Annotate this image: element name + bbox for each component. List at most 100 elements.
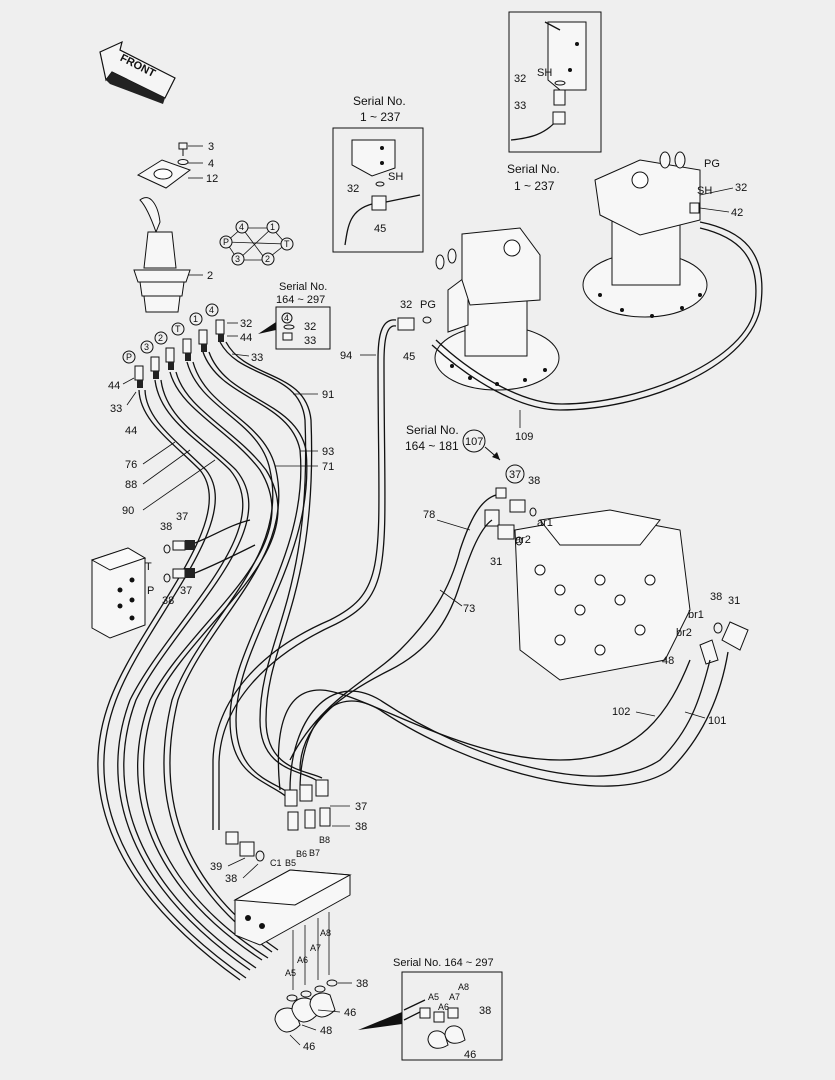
- callout-38f: 38: [225, 873, 237, 885]
- callout-109: 109: [515, 431, 533, 443]
- serial-box-164-297-a: Serial No. 164 ~ 297 4 32 33: [258, 281, 331, 350]
- port-b5: B5: [285, 858, 296, 868]
- callout-2: 2: [207, 270, 213, 282]
- callout-31a: 31: [490, 556, 502, 568]
- ar1-label: ar1: [537, 517, 553, 529]
- callout-42: 42: [731, 207, 743, 219]
- pattern-3: 3: [235, 254, 240, 264]
- callout-48b: 48: [320, 1025, 332, 1037]
- callout-38d: 38: [710, 591, 722, 603]
- serial-b-32: 32: [347, 183, 359, 195]
- serial-e-a7: A7: [449, 992, 460, 1002]
- swing-motor-right: PG SH 32 42: [582, 151, 747, 318]
- callout-31b: 31: [728, 595, 740, 607]
- lower-fittings: 37 38 39 38: [210, 779, 367, 885]
- callout-32a: 32: [240, 318, 252, 330]
- serial-c-32: 32: [514, 73, 526, 85]
- serial-a-range: 164 ~ 297: [276, 294, 325, 306]
- hoses-101-102: 102 101: [277, 651, 729, 791]
- fitting-callouts: 32 44 33 44 33 44 76 88 90 91 93 71: [108, 318, 334, 517]
- port-c1: C1: [270, 858, 282, 868]
- callout-44b: 44: [108, 380, 120, 392]
- serial-e-a6: A6: [438, 1002, 449, 1012]
- serial-c-range: 1 ~ 237: [514, 179, 555, 193]
- callout-73: 73: [463, 603, 475, 615]
- callout-71: 71: [322, 461, 334, 473]
- port-circle-2: 2: [158, 333, 163, 343]
- callout-45a: 45: [403, 351, 415, 363]
- callout-38g: 38: [356, 978, 368, 990]
- port-b8: B8: [319, 835, 330, 845]
- callout-38a: 38: [160, 521, 172, 533]
- pattern-1: 1: [270, 222, 275, 232]
- callout-4: 4: [208, 158, 214, 170]
- callout-12: 12: [206, 173, 218, 185]
- swing-motor-left: 32 PG 45: [397, 227, 560, 391]
- bottom-elbows: 38 46 48 46: [274, 978, 368, 1053]
- br2-label: br2: [676, 627, 692, 639]
- serial-a-32: 32: [304, 321, 316, 333]
- serial-b-45: 45: [374, 223, 386, 235]
- serial-box-1-237-mid: Serial No. 1 ~ 237 32 SH 45: [332, 94, 424, 253]
- serial-b-range: 1 ~ 237: [360, 110, 401, 124]
- callout-33b: 33: [110, 403, 122, 415]
- callout-48a: 48: [662, 655, 674, 667]
- right-fittings: 38 31 br1 br2 48: [662, 591, 749, 667]
- callout-102: 102: [612, 706, 630, 718]
- port-t-label: T: [145, 561, 152, 573]
- manifold-block: C1 B5 B6 B7 B8 A5 A6 A7 A8: [233, 835, 352, 990]
- callout-33a: 33: [251, 352, 263, 364]
- port-circle-1: 1: [193, 314, 198, 324]
- port-a6: A6: [297, 955, 308, 965]
- pg-label-2: PG: [704, 158, 720, 170]
- callout-37c: 37: [509, 469, 521, 481]
- port-p-label: P: [147, 585, 154, 597]
- pg-label-1: PG: [420, 299, 436, 311]
- serial-a-33: 33: [304, 335, 316, 347]
- callout-32e: 32: [735, 182, 747, 194]
- port-circle-3: 3: [144, 342, 149, 352]
- callout-46a: 46: [344, 1007, 356, 1019]
- callout-38c: 38: [528, 475, 540, 487]
- callout-37a: 37: [176, 511, 188, 523]
- port-circle-p: P: [126, 352, 132, 362]
- serial-d-range: 164 ~ 181: [405, 439, 459, 453]
- port-circle-t: T: [175, 324, 181, 334]
- callout-38e: 38: [355, 821, 367, 833]
- callout-32b: 32: [400, 299, 412, 311]
- joystick-fittings: [134, 319, 225, 388]
- callout-44a: 44: [240, 332, 252, 344]
- port-a5: A5: [285, 968, 296, 978]
- hose-109: 109: [431, 221, 763, 443]
- hose-94: 94: [212, 319, 397, 830]
- callout-78: 78: [423, 509, 435, 521]
- serial-a-title: Serial No.: [279, 281, 327, 293]
- callout-46b: 46: [303, 1041, 315, 1053]
- callout-90: 90: [122, 505, 134, 517]
- port-b7: B7: [309, 848, 320, 858]
- serial-e-46: 46: [464, 1049, 476, 1061]
- pilot-pattern-diagram: 4 1 P T 3 2: [219, 220, 294, 266]
- br1-label: br1: [688, 609, 704, 621]
- callout-37b: 37: [180, 585, 192, 597]
- callout-91: 91: [322, 389, 334, 401]
- joystick-lever: [133, 142, 192, 313]
- valve-port-fittings: [497, 507, 537, 546]
- serial-box-1-237-top: 32 SH 33 Serial No. 1 ~ 237: [507, 11, 602, 193]
- pattern-t: T: [284, 239, 290, 249]
- serial-e-a8: A8: [458, 982, 469, 992]
- pattern-4: 4: [239, 222, 244, 232]
- control-valve: [514, 509, 691, 681]
- callout-88: 88: [125, 479, 137, 491]
- port-b6: B6: [296, 849, 307, 859]
- port-a8: A8: [320, 928, 331, 938]
- serial-c-title: Serial No.: [507, 162, 560, 176]
- callout-94: 94: [340, 350, 352, 362]
- pattern-2: 2: [265, 254, 270, 264]
- pattern-p: P: [223, 237, 229, 247]
- serial-box-164-297-b: Serial No. 164 ~ 297 A5 A6 A7 A8 38 46: [358, 957, 503, 1061]
- joystick-callouts: 3 4 12 2: [188, 141, 218, 282]
- front-arrow: FRONT: [99, 40, 176, 104]
